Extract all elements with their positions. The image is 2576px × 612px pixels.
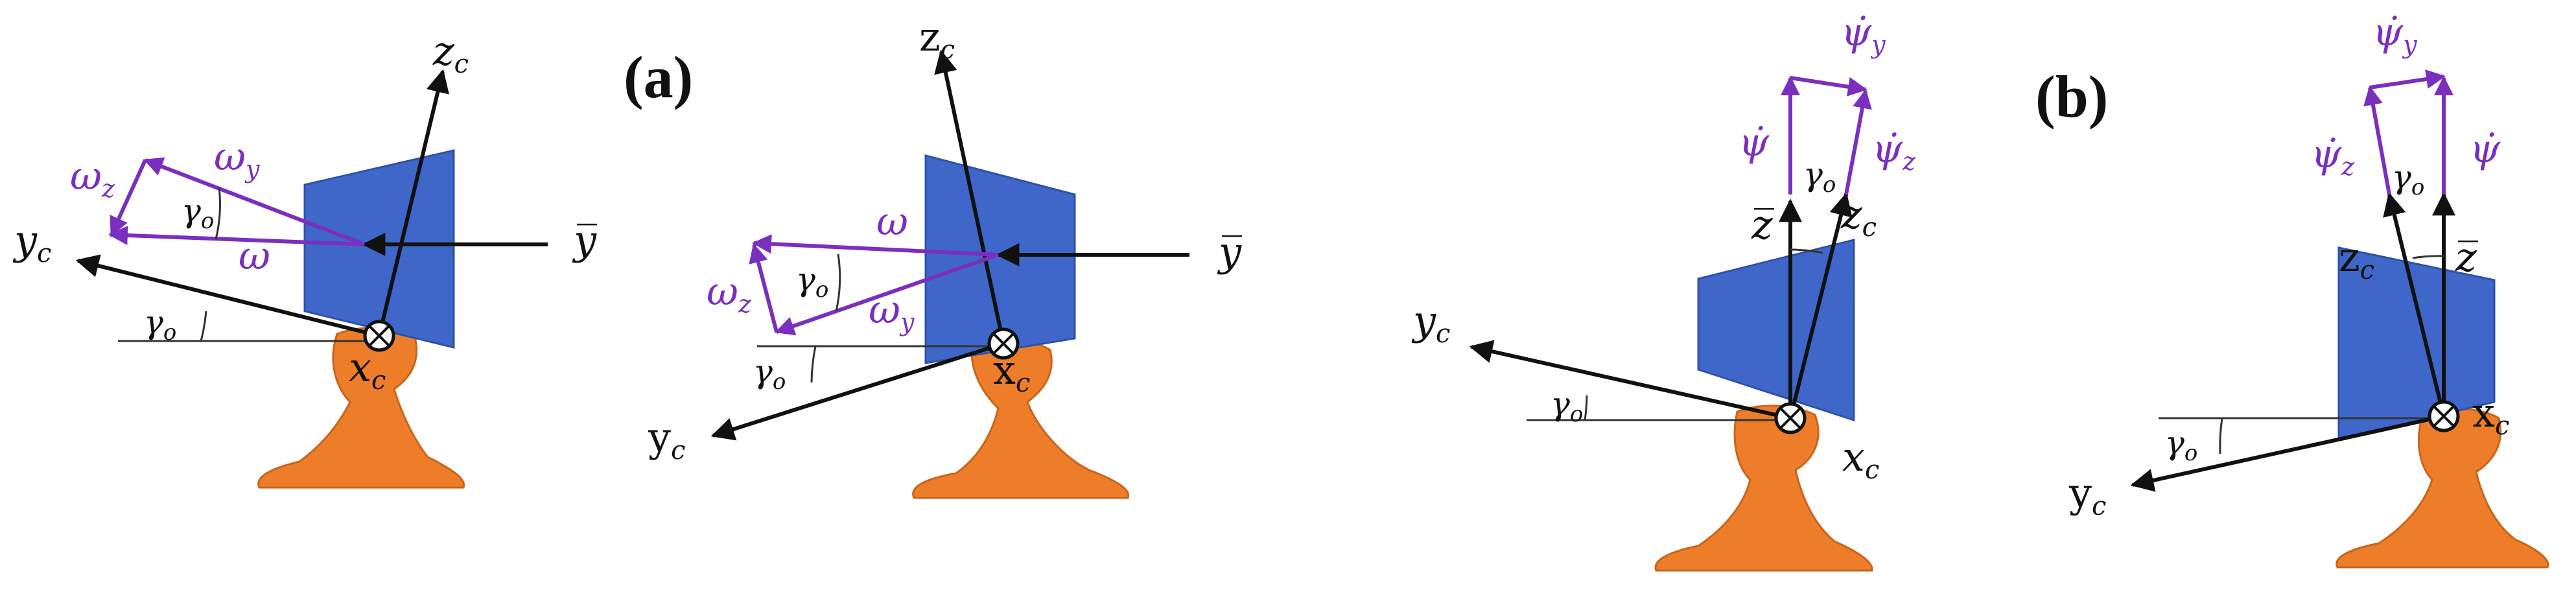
z-axis-label: zc [919,13,955,65]
psi-y-label: ψ̇y [2372,10,2417,59]
psi-y-label: ψ̇y [1841,10,1886,59]
z-axis-label: zc [432,27,469,79]
zbar-label: z̅̅ [1751,201,1774,248]
y-axis-label: yc [2068,469,2106,521]
y-axis-arrow [1469,340,1791,420]
gamma-arc-vectors [215,187,221,240]
figure-b-right: zc yc xc z̅̅ γo γo ψ̇ ψ̇y ψ̇z [2068,10,2549,569]
x-axis-label: xc [993,346,1030,398]
gamma-arc [200,311,207,342]
omega-vector [752,234,999,257]
gamma-label: γo [1551,385,1583,427]
figure-a-left: zc yc xc y̅̅ γo γo ω ωy ωz [12,27,597,489]
gamma-label: γo [2165,424,2197,466]
gamma-label-top: γo [1803,156,1836,198]
psi-z-label: ψ̇z [2311,132,2355,181]
wheel-profile [303,149,455,349]
y-axis-arrow [75,254,380,338]
psi-label: ψ̇ [1739,120,1770,165]
gamma-arc [810,346,817,383]
y-axis-arrow [2130,414,2444,492]
gamma-arc [1584,395,1588,421]
y-axis-label: yc [1411,297,1450,349]
x-axis-label: xc [349,344,386,395]
omega-y-vector [775,253,999,336]
omega-z-vector [749,243,779,333]
omega-label: ω [239,233,270,279]
gamma-label: γo [144,303,176,346]
gamma-label-vectors: γo [181,192,214,234]
z-axis-arrow [2383,192,2446,417]
z-axis-arrow [934,49,1005,344]
panel-label-b: (b) [2035,64,2108,130]
ybar-label: y̅̅ [1217,228,1242,276]
wheel-profile [1697,239,1855,422]
omega-label: ω [876,199,908,244]
psi-z-vector [1844,89,1872,195]
x-axis-label: xc [1842,433,1879,485]
gamma-label-vectors: γo [796,261,828,303]
omega-y-label: ωy [214,134,260,183]
z-axis-label: zc [2339,233,2374,285]
figure-b-left: zc yc xc z̅̅ γo γo ψ̇ ψ̇y ψ̇z [1411,10,1916,572]
z-axis-arrow [377,69,449,336]
omega-y-label: ωy [869,287,915,336]
omega-vector [108,226,365,246]
omega-z-label: ωz [70,154,115,203]
ybar-label: y̅̅ [572,217,597,264]
rail-profile [912,340,1130,499]
rail-profile [2336,408,2549,569]
psi-y-vector [2369,69,2446,89]
z-axis-label: zc [1840,191,1877,242]
psi-y-vector [1790,76,1868,97]
y-axis-arrow [710,342,1004,441]
psi-label: ψ̇ [2470,126,2501,172]
gamma-arc-top [2412,255,2444,259]
gamma-arc-top [1790,248,1823,254]
gamma-arc [2219,418,2223,454]
gamma-label: γo [753,353,786,395]
rail-profile [1654,405,1873,572]
y-axis-label: yc [12,217,51,268]
figure-a-right: zc yc xc y̅̅ γo γo ω ωy ωz [648,13,1242,499]
psi-z-label: ψ̇z [1872,126,1916,176]
x-axis-label: xc [2472,389,2509,441]
z-axis-arrow [1788,192,1853,419]
omega-y-vector [143,157,366,246]
psi-z-vector [2363,86,2391,195]
gamma-arc-vectors [835,253,841,312]
omega-z-label: ωz [707,269,752,318]
y-axis-label: yc [648,414,685,465]
panel-label-a: (a) [624,44,693,110]
zbar-label: z̅̅ [2455,233,2478,281]
gamma-label-top: γo [2392,158,2424,200]
omega-z-vector [110,159,147,237]
